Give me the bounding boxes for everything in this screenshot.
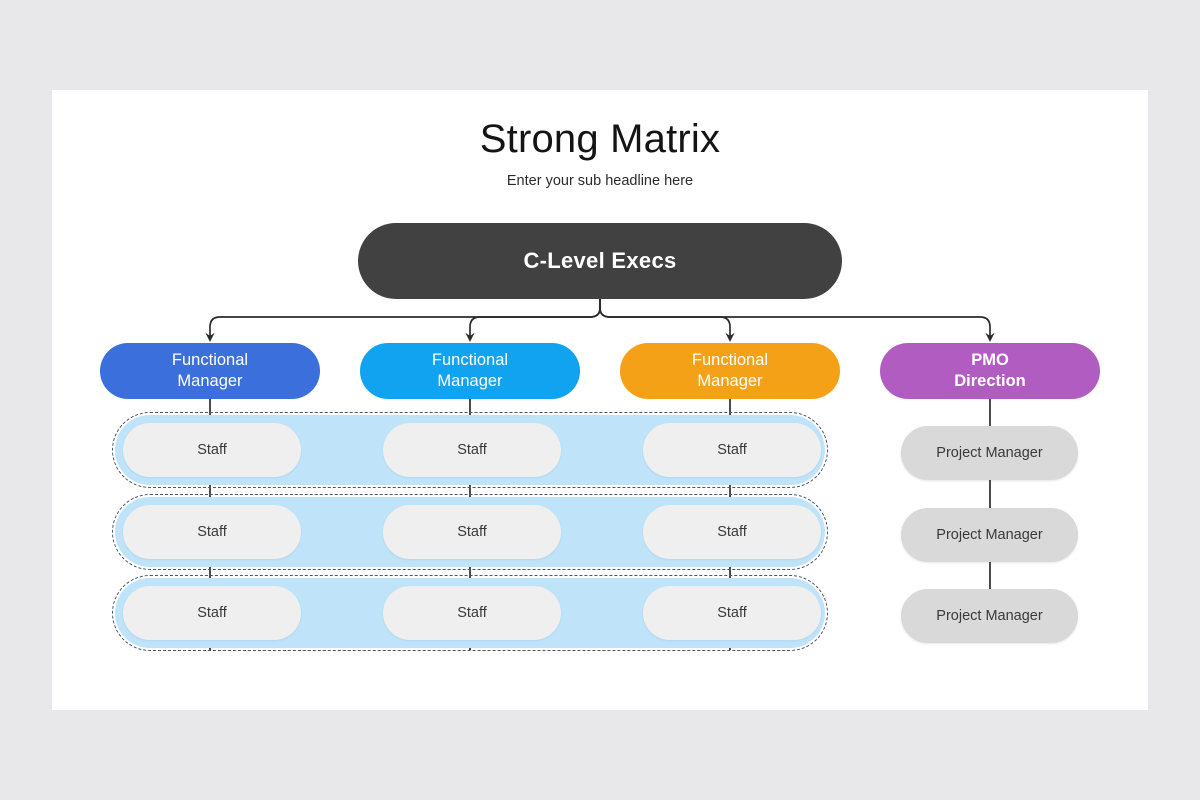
node-staff[interactable]: Staff: [383, 586, 561, 640]
node-project-manager-2[interactable]: Project Manager: [901, 508, 1078, 562]
node-pmo-direction[interactable]: PMO Direction: [880, 343, 1100, 399]
node-label-line2: Manager: [437, 372, 503, 390]
node-functional-manager-3[interactable]: Functional Manager: [620, 343, 840, 399]
node-c-level-execs[interactable]: C-Level Execs: [358, 223, 842, 299]
node-label: Project Manager: [936, 527, 1043, 543]
node-project-manager-1[interactable]: Project Manager: [901, 426, 1078, 480]
node-staff[interactable]: Staff: [643, 423, 821, 477]
node-staff[interactable]: Staff: [123, 423, 301, 477]
node-label: Functional Manager: [692, 350, 768, 392]
node-staff[interactable]: Staff: [123, 505, 301, 559]
staff-band-3: Staff Staff Staff: [112, 575, 828, 651]
page-subtitle: Enter your sub headline here: [506, 173, 694, 189]
node-functional-manager-1[interactable]: Functional Manager: [100, 343, 320, 399]
staff-band-2: Staff Staff Staff: [112, 494, 828, 570]
node-label: Project Manager: [936, 608, 1043, 624]
staff-band-1: Staff Staff Staff: [112, 412, 828, 488]
node-label: Staff: [717, 605, 747, 621]
node-label: Staff: [457, 524, 487, 540]
node-label: PMO Direction: [954, 350, 1026, 392]
node-project-manager-3[interactable]: Project Manager: [901, 589, 1078, 643]
node-label-line2: Direction: [954, 372, 1026, 390]
node-functional-manager-2[interactable]: Functional Manager: [360, 343, 580, 399]
node-label-line2: Manager: [177, 372, 243, 390]
node-label: Staff: [457, 442, 487, 458]
slide-card: Strong Matrix Enter your sub headline he…: [52, 90, 1148, 710]
node-staff[interactable]: Staff: [383, 505, 561, 559]
node-label: Project Manager: [936, 445, 1043, 461]
page-title: Strong Matrix: [479, 117, 721, 161]
node-label: Staff: [197, 524, 227, 540]
node-staff[interactable]: Staff: [123, 586, 301, 640]
node-label: Staff: [457, 605, 487, 621]
node-label: Staff: [197, 442, 227, 458]
node-staff[interactable]: Staff: [643, 505, 821, 559]
node-label-line1: Functional: [431, 351, 509, 370]
node-label-line1: Functional: [171, 351, 249, 370]
node-label-line1: PMO: [971, 351, 1009, 370]
node-label: Staff: [717, 442, 747, 458]
node-label: Staff: [197, 605, 227, 621]
node-label-line2: Manager: [697, 372, 763, 390]
node-staff[interactable]: Staff: [643, 586, 821, 640]
node-staff[interactable]: Staff: [383, 423, 561, 477]
node-label: Staff: [717, 524, 747, 540]
node-label: C-Level Execs: [523, 248, 677, 273]
node-label: Functional Manager: [172, 350, 248, 392]
node-label-line1: Functional: [691, 351, 769, 370]
node-label: Functional Manager: [432, 350, 508, 392]
